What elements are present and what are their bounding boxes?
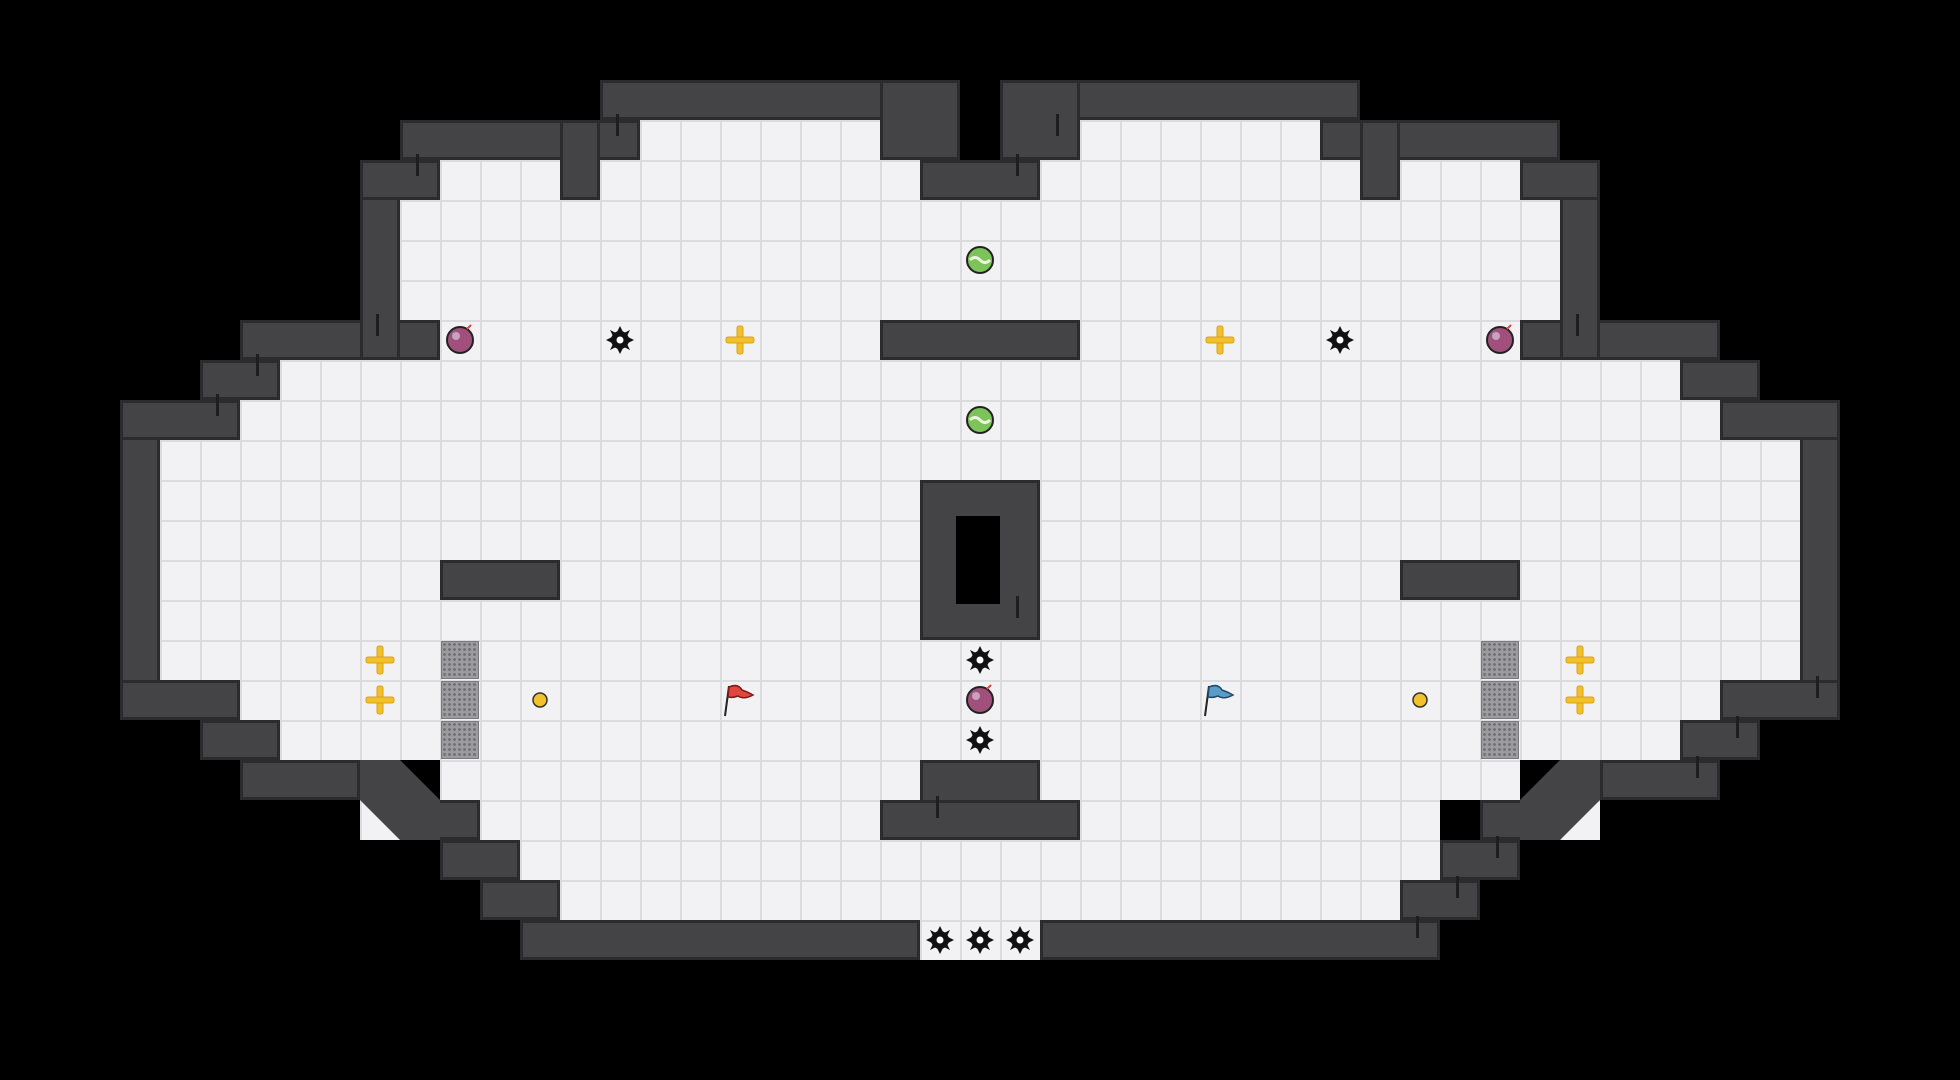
wall-diagonal bbox=[360, 760, 440, 840]
wall-slit bbox=[216, 394, 219, 416]
wall-slit bbox=[1416, 916, 1419, 938]
wall bbox=[200, 360, 280, 400]
wall bbox=[1720, 680, 1840, 720]
gate-icon bbox=[441, 721, 479, 759]
spike-icon bbox=[606, 326, 634, 354]
wall bbox=[560, 120, 600, 200]
wall-slit bbox=[1016, 154, 1019, 176]
wall bbox=[880, 800, 1080, 840]
gate-icon bbox=[1481, 681, 1519, 719]
wall-diagonal bbox=[1520, 760, 1600, 840]
powerup-icon bbox=[966, 406, 994, 434]
wall bbox=[520, 920, 920, 960]
wall-slit bbox=[1696, 756, 1699, 778]
wall-slit bbox=[616, 114, 619, 136]
gate-icon bbox=[1481, 641, 1519, 679]
wall bbox=[1400, 880, 1480, 920]
bomb-icon bbox=[966, 684, 994, 714]
wall bbox=[880, 80, 960, 160]
floor bbox=[560, 880, 1400, 920]
wall-slit bbox=[1736, 716, 1739, 738]
spike-icon bbox=[966, 646, 994, 674]
wall-slit bbox=[256, 354, 259, 376]
pit bbox=[956, 516, 1000, 604]
bomb-icon bbox=[446, 324, 474, 354]
gate-icon bbox=[441, 681, 479, 719]
wall bbox=[1680, 720, 1760, 760]
spike-icon bbox=[926, 926, 954, 954]
wall bbox=[1680, 360, 1760, 400]
spike-icon bbox=[966, 726, 994, 754]
gate-icon bbox=[441, 641, 479, 679]
floor bbox=[520, 840, 1440, 880]
wall bbox=[920, 160, 1040, 200]
wall bbox=[1520, 320, 1720, 360]
boost-icon bbox=[1565, 685, 1595, 715]
wall bbox=[120, 400, 240, 440]
spike-icon bbox=[1326, 326, 1354, 354]
wall bbox=[1600, 760, 1720, 800]
gate-icon bbox=[1481, 721, 1519, 759]
bomb-icon bbox=[1486, 324, 1514, 354]
boost-icon bbox=[1205, 325, 1235, 355]
wall bbox=[1000, 80, 1080, 160]
wall bbox=[200, 720, 280, 760]
wall-slit bbox=[1056, 114, 1059, 136]
wall bbox=[240, 760, 360, 800]
wall bbox=[1400, 560, 1520, 600]
wall bbox=[1720, 400, 1840, 440]
spike-icon bbox=[966, 926, 994, 954]
spike-icon bbox=[1006, 926, 1034, 954]
button-icon[interactable] bbox=[1400, 680, 1440, 720]
wall-slit bbox=[376, 314, 379, 336]
wall bbox=[400, 120, 640, 160]
boost-icon bbox=[365, 645, 395, 675]
red-flag-icon bbox=[724, 684, 755, 717]
blue-flag-icon bbox=[1204, 684, 1235, 717]
wall bbox=[120, 680, 240, 720]
wall bbox=[600, 80, 920, 120]
wall bbox=[880, 320, 1080, 360]
wall bbox=[1800, 400, 1840, 720]
wall bbox=[120, 400, 160, 720]
boost-icon bbox=[1565, 645, 1595, 675]
wall-slit bbox=[1576, 314, 1579, 336]
wall bbox=[1520, 160, 1600, 200]
boost-icon bbox=[365, 685, 395, 715]
wall bbox=[240, 320, 440, 360]
wall-slit bbox=[1496, 836, 1499, 858]
boost-icon bbox=[725, 325, 755, 355]
wall bbox=[1040, 920, 1440, 960]
wall bbox=[1360, 120, 1400, 200]
wall bbox=[360, 160, 440, 200]
wall bbox=[1040, 80, 1360, 120]
powerup-icon bbox=[966, 246, 994, 274]
wall-slit bbox=[1016, 596, 1019, 618]
wall-slit bbox=[1816, 676, 1819, 698]
wall bbox=[440, 560, 560, 600]
wall bbox=[1320, 120, 1560, 160]
wall bbox=[480, 880, 560, 920]
wall bbox=[440, 840, 520, 880]
wall-slit bbox=[416, 154, 419, 176]
button-icon[interactable] bbox=[520, 680, 560, 720]
wall bbox=[1440, 840, 1520, 880]
wall-slit bbox=[936, 796, 939, 818]
wall-slit bbox=[1456, 876, 1459, 898]
